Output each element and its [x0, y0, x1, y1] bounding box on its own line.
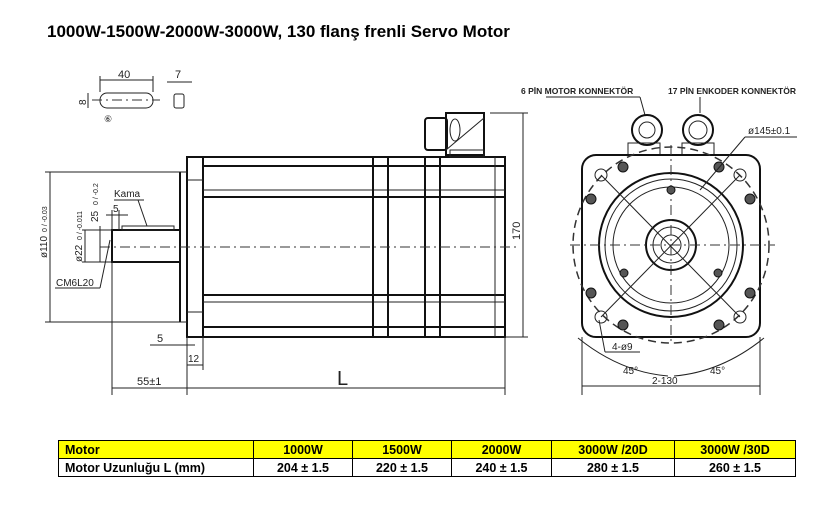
svg-text:2-130: 2-130: [652, 376, 678, 387]
svg-text:0 / -0.03: 0 / -0.03: [42, 206, 49, 232]
svg-text:L: L: [337, 368, 348, 390]
svg-text:25: 25: [90, 210, 101, 222]
table-cell: 240 ± 1.5: [451, 458, 552, 477]
page-title: 1000W-1500W-2000W-3000W, 130 flanş frenl…: [47, 22, 510, 41]
svg-text:40: 40: [118, 69, 130, 81]
header-cell: 3000W /20D: [551, 440, 675, 459]
svg-text:17 PİN ENKODER KONNEKTÖR: 17 PİN ENKODER KONNEKTÖR: [668, 86, 796, 96]
svg-text:12: 12: [188, 354, 200, 365]
svg-text:8: 8: [78, 99, 89, 105]
svg-text:6 PİN MOTOR KONNEKTÖR: 6 PİN MOTOR KONNEKTÖR: [521, 86, 633, 96]
svg-text:45°: 45°: [710, 366, 725, 377]
table-row: Motor Uzunluğu L (mm) 204 ± 1.5 220 ± 1.…: [58, 458, 796, 477]
svg-text:45°: 45°: [623, 366, 638, 377]
svg-text:4-ø9: 4-ø9: [612, 342, 633, 353]
header-cell: Motor: [58, 440, 254, 459]
svg-text:Kama: Kama: [114, 189, 141, 200]
key-sketch: 40 8 ⑥ 7: [78, 69, 192, 124]
header-cell: 2000W: [451, 440, 552, 459]
table-cell: 204 ± 1.5: [253, 458, 353, 477]
table-cell: 280 ± 1.5: [551, 458, 675, 477]
header-cell: 1500W: [352, 440, 452, 459]
svg-text:0 / -0.011: 0 / -0.011: [77, 211, 84, 240]
motor-length-table: Motor 1000W 1500W 2000W 3000W /20D 3000W…: [58, 440, 796, 477]
table-cell: Motor Uzunluğu L (mm): [58, 458, 254, 477]
svg-text:ø110: ø110: [39, 236, 50, 258]
header-cell: 3000W /30D: [674, 440, 796, 459]
svg-text:55±1: 55±1: [137, 376, 161, 388]
table-cell: 220 ± 1.5: [352, 458, 452, 477]
svg-text:CM6L20: CM6L20: [56, 278, 94, 289]
side-view: ø110 0 / -0.03 ø22 0 / -0.011 25 0 / -0.…: [39, 112, 528, 395]
svg-text:⑥: ⑥: [104, 114, 112, 124]
svg-text:170: 170: [511, 222, 523, 240]
front-view: 6 PİN MOTOR KONNEKTÖR 17 PİN ENKODER KON…: [521, 86, 797, 395]
svg-text:5: 5: [113, 204, 119, 215]
header-cell: 1000W: [253, 440, 353, 459]
svg-text:ø22: ø22: [74, 244, 85, 262]
servo-motor-drawing: 40 8 ⑥ 7: [39, 69, 797, 395]
table-cell: 260 ± 1.5: [674, 458, 796, 477]
svg-text:5: 5: [157, 333, 163, 345]
table-header-row: Motor 1000W 1500W 2000W 3000W /20D 3000W…: [58, 440, 796, 459]
svg-text:ø145±0.1: ø145±0.1: [748, 126, 791, 137]
svg-text:7: 7: [175, 69, 181, 81]
svg-text:0 / -0.2: 0 / -0.2: [93, 183, 100, 205]
